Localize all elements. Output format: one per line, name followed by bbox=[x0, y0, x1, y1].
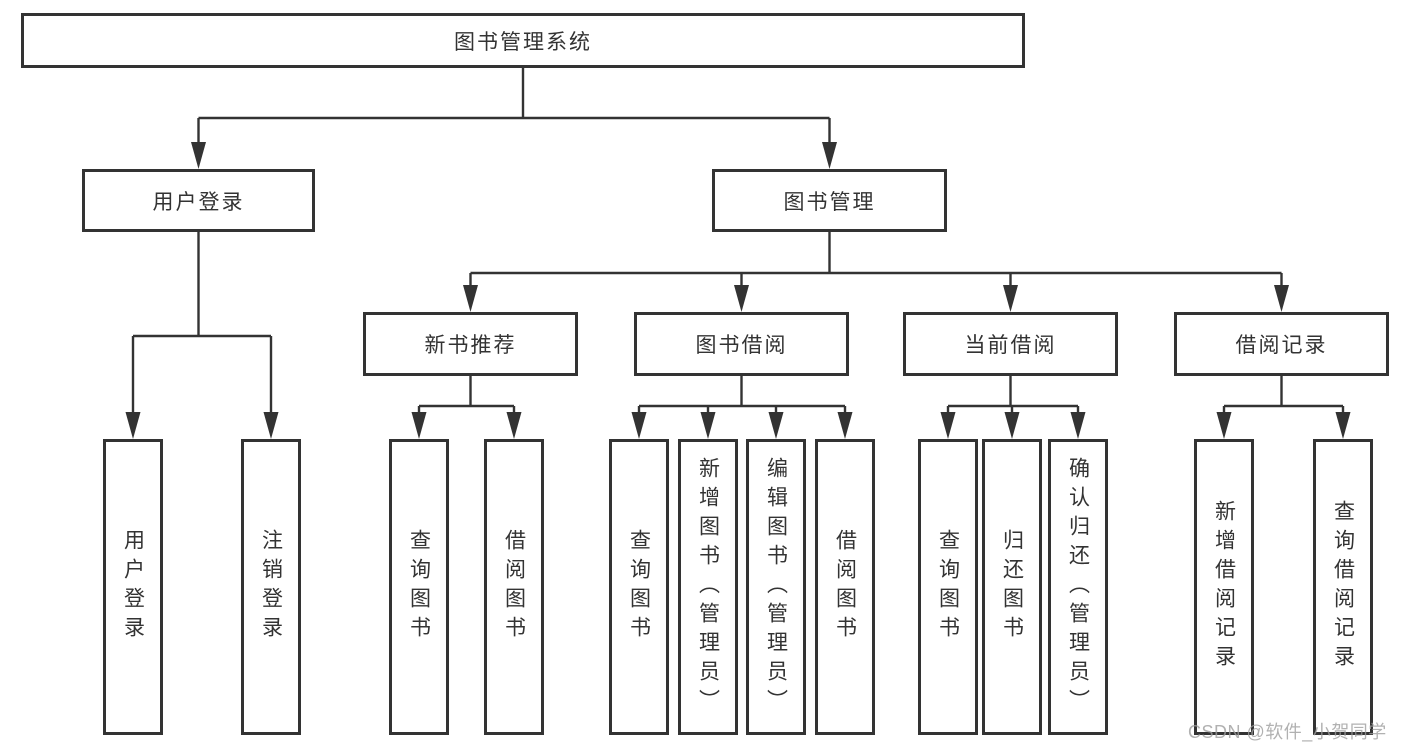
leaf-logout: 注销登录 bbox=[241, 439, 301, 735]
leaf-add-borrow-record: 新增借阅记录 bbox=[1194, 439, 1254, 735]
leaf-edit-book-admin: 编辑图书（管理员） bbox=[746, 439, 806, 735]
leaf-borrow-book: 借阅图书 bbox=[815, 439, 875, 735]
node-current-borrow: 当前借阅 bbox=[903, 312, 1118, 376]
leaf-user-login: 用户登录 bbox=[103, 439, 163, 735]
leaf-recommend-query-book: 查询图书 bbox=[389, 439, 449, 735]
leaf-recommend-borrow-book: 借阅图书 bbox=[484, 439, 544, 735]
node-user-login: 用户登录 bbox=[82, 169, 315, 232]
leaf-query-borrow-record: 查询借阅记录 bbox=[1313, 439, 1373, 735]
node-book-borrow: 图书借阅 bbox=[634, 312, 849, 376]
node-root: 图书管理系统 bbox=[21, 13, 1025, 68]
leaf-current-query-book: 查询图书 bbox=[918, 439, 978, 735]
leaf-confirm-return-admin: 确认归还（管理员） bbox=[1048, 439, 1108, 735]
node-borrow-record: 借阅记录 bbox=[1174, 312, 1389, 376]
leaf-add-book-admin: 新增图书（管理员） bbox=[678, 439, 738, 735]
leaf-borrow-query-book: 查询图书 bbox=[609, 439, 669, 735]
csdn-watermark: CSDN @软件_小贺同学 bbox=[1188, 722, 1387, 742]
node-book-management: 图书管理 bbox=[712, 169, 947, 232]
leaf-return-book: 归还图书 bbox=[982, 439, 1042, 735]
node-new-book-recommend: 新书推荐 bbox=[363, 312, 578, 376]
